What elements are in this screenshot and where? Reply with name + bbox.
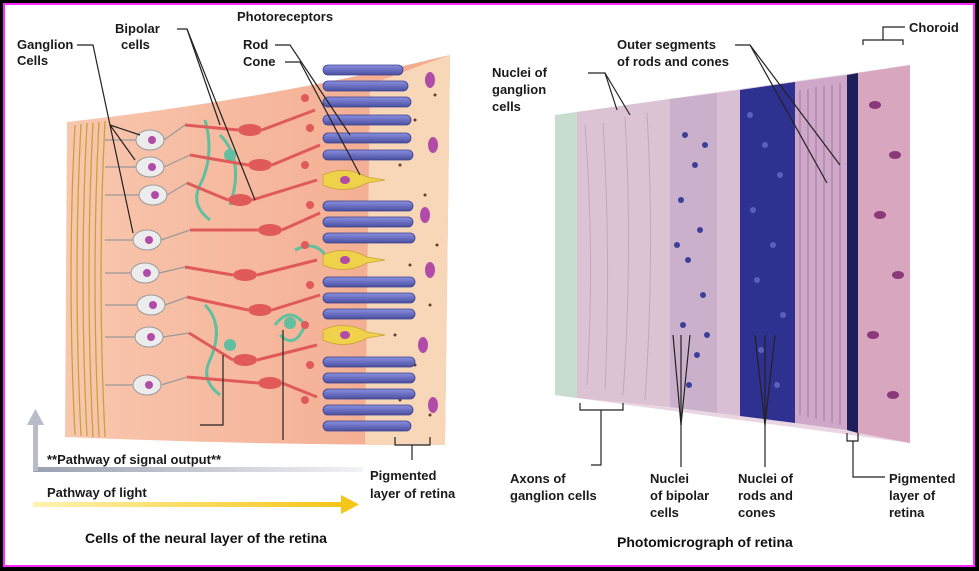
- pigmented-right-label: Pigmented layer of retina: [889, 471, 959, 520]
- nuclei-rods-label-line1: Nuclei of: [738, 471, 794, 486]
- nuclei-bipolar-label: Nuclei of bipolar cells: [650, 471, 713, 520]
- pigmented-layer-band: [365, 55, 450, 445]
- bipolar-cells-label-line1: Bipolar: [115, 21, 160, 36]
- nuclei-bipolar-label-line1: Nuclei: [650, 471, 689, 486]
- nuclei-ganglion-label: Nuclei of ganglion cells: [492, 65, 551, 114]
- photoreceptors-label: Photoreceptors: [237, 9, 333, 24]
- photoreceptor-segments: [795, 75, 847, 430]
- neural-layer-illustration: Ganglion Cells Bipolar cells Photorecept…: [17, 9, 456, 546]
- outer-segments-label-line1: Outer segments: [617, 37, 716, 52]
- nuclei-rods-label-line2: rods and: [738, 488, 793, 503]
- rod-label: Rod: [243, 37, 268, 52]
- pigmented-right-label-line3: retina: [889, 505, 925, 520]
- choroid-layer: [858, 65, 910, 443]
- nuclei-ganglion-label-line1: Nuclei of: [492, 65, 548, 80]
- outer-nuclear-layer: [740, 82, 795, 423]
- nuclei-rods-label: Nuclei of rods and cones: [738, 471, 797, 520]
- inner-nuclear-layer: [670, 93, 717, 413]
- nuclei-bipolar-label-line3: cells: [650, 505, 679, 520]
- photomicrograph: Nuclei of ganglion cells Outer segments …: [492, 20, 959, 550]
- axons-label-line1: Axons of: [510, 471, 566, 486]
- pigmented-left-label: Pigmented layer of retina: [370, 468, 456, 501]
- cone-label: Cone: [243, 54, 276, 69]
- outer-plexiform-layer: [717, 90, 740, 416]
- pigmented-right-label-line2: layer of: [889, 488, 936, 503]
- signal-output-label: **Pathway of signal output**: [47, 452, 222, 467]
- pigmented-left-label-line2: layer of retina: [370, 486, 456, 501]
- bipolar-cells-label: Bipolar cells: [115, 21, 163, 52]
- nuclei-bipolar-label-line2: of bipolar: [650, 488, 709, 503]
- outer-segments-label: Outer segments of rods and cones: [617, 37, 729, 69]
- vitreous-edge: [555, 112, 577, 398]
- pigmented-epithelium: [847, 73, 858, 433]
- nuclei-rods-label-line3: cones: [738, 505, 776, 520]
- axons-label: Axons of ganglion cells: [510, 471, 597, 503]
- pigmented-right-label-line1: Pigmented: [889, 471, 956, 486]
- ganglion-cells-label-line1: Ganglion: [17, 37, 73, 52]
- right-caption: Photomicrograph of retina: [617, 534, 793, 550]
- left-caption: Cells of the neural layer of the retina: [85, 530, 327, 546]
- axons-label-line2: ganglion cells: [510, 488, 597, 503]
- pathway-light-label: Pathway of light: [47, 485, 147, 500]
- outer-segments-label-line2: of rods and cones: [617, 54, 729, 69]
- ganglion-cells-label: Ganglion Cells: [17, 37, 77, 68]
- nuclei-ganglion-label-line2: ganglion: [492, 82, 546, 97]
- figure-canvas: Ganglion Cells Bipolar cells Photorecept…: [3, 3, 975, 567]
- choroid-label: Choroid: [909, 20, 959, 35]
- nuclei-ganglion-label-line3: cells: [492, 99, 521, 114]
- pigmented-left-label-line1: Pigmented: [370, 468, 437, 483]
- retina-figure: Ganglion Cells Bipolar cells Photorecept…: [5, 5, 973, 565]
- ganglion-cells-label-line2: Cells: [17, 53, 48, 68]
- bipolar-cells-label-line2: cells: [121, 37, 150, 52]
